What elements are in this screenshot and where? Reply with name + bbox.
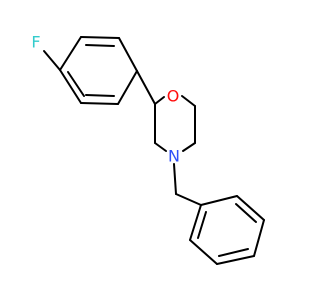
double-bond-inner bbox=[85, 94, 115, 97]
bond bbox=[189, 204, 202, 241]
bond bbox=[154, 142, 167, 152]
double-bond-inner bbox=[218, 248, 249, 257]
bond-c-f bbox=[43, 50, 61, 71]
double-bond-inner bbox=[235, 203, 257, 223]
bond bbox=[117, 70, 138, 105]
oxygen-atom-label: O bbox=[167, 87, 180, 106]
double-bond-inner bbox=[85, 44, 115, 47]
fluorophenyl-ring bbox=[59, 36, 138, 105]
bond bbox=[182, 142, 196, 152]
bond-n-ch2 bbox=[173, 163, 177, 195]
bond bbox=[236, 195, 265, 221]
bond bbox=[59, 36, 82, 71]
bond bbox=[59, 69, 82, 104]
bond bbox=[253, 219, 265, 257]
bond bbox=[154, 96, 165, 105]
fluorine-atom-label: F bbox=[31, 33, 40, 52]
nitrogen-atom-label: N bbox=[168, 147, 180, 166]
bond bbox=[200, 195, 238, 206]
bond bbox=[216, 255, 255, 265]
molecule-diagram: F O N bbox=[31, 33, 265, 265]
bond bbox=[189, 239, 218, 265]
bond bbox=[80, 102, 119, 105]
benzene-ring bbox=[189, 195, 265, 265]
double-bond-inner bbox=[67, 71, 85, 97]
morpholine-ring bbox=[154, 95, 196, 152]
bond-aryl-c2 bbox=[136, 70, 156, 105]
bond bbox=[80, 36, 120, 39]
bond-ch2-ring bbox=[175, 193, 202, 206]
bond bbox=[118, 37, 138, 72]
bond bbox=[181, 95, 196, 107]
structure-canvas: F O N bbox=[31, 32, 265, 265]
double-bond-inner bbox=[197, 211, 207, 239]
